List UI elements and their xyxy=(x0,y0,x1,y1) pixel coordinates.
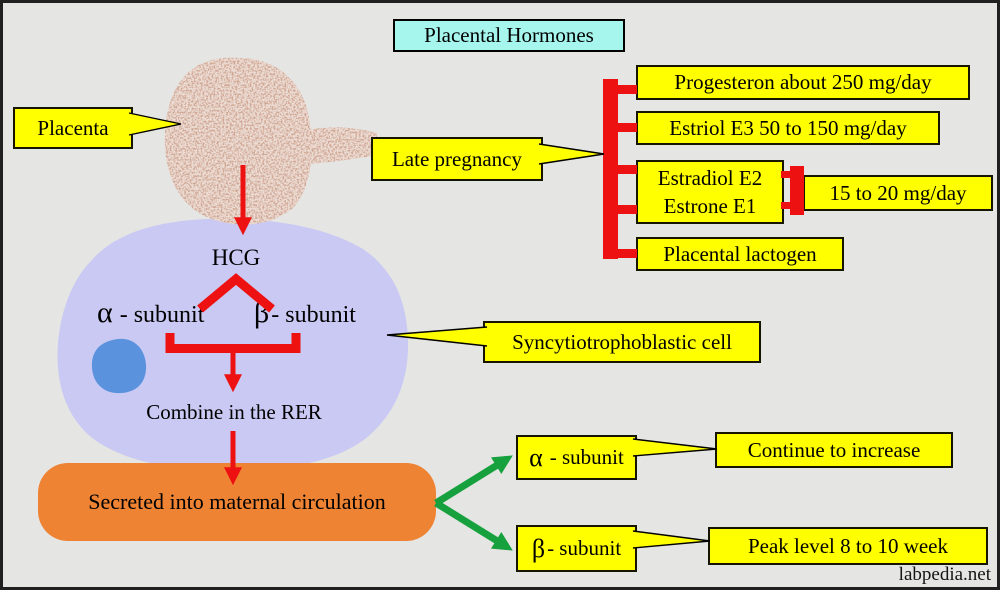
estradiol-rate-box: 15 to 20 mg/day xyxy=(803,175,993,211)
estradiol-rate-bracket xyxy=(781,166,804,215)
alpha-subunit-box: α- subunit xyxy=(516,435,637,480)
hcg-label: HCG xyxy=(211,245,261,270)
beta-subunit-text: - subunit xyxy=(271,302,356,328)
watermark: labpedia.net xyxy=(898,564,991,585)
diagram-title: Placental Hormones xyxy=(393,19,625,52)
alpha-glyph: α xyxy=(529,442,543,472)
placenta-illustration xyxy=(164,57,377,225)
beta-glyph: β xyxy=(531,533,546,563)
beta-subunit-box: β- subunit xyxy=(516,525,637,572)
combine-rer-label: Combine in the RER xyxy=(146,400,322,424)
late-pregnancy-callout: Late pregnancy xyxy=(371,137,543,181)
hormone-estriol-box: Estriol E3 50 to 150 mg/day xyxy=(636,111,940,145)
alpha-note-pointer xyxy=(633,439,717,456)
late-pregnancy-pointer xyxy=(539,144,604,164)
estradiol-line: Estradiol E2 xyxy=(657,165,763,190)
placenta-callout: Placenta xyxy=(13,107,133,149)
nucleus-shape xyxy=(91,338,147,394)
hormone-lactogen-box: Placental lactogen xyxy=(636,237,844,271)
estrone-line: Estrone E1 xyxy=(663,194,757,218)
hormone-estradiol-estrone-box: Estradiol E2 Estrone E1 xyxy=(636,160,784,224)
alpha-subunit-label: α- subunit xyxy=(97,296,205,329)
hormone-list-bracket xyxy=(603,79,637,259)
beta-subunit-box-text: - subunit xyxy=(547,536,622,561)
alpha-subunit-text: - subunit xyxy=(119,302,205,328)
alpha-subunit-box-text: - subunit xyxy=(549,445,624,470)
beta-subunit-label: β- subunit xyxy=(254,296,356,329)
subunit-join-bracket xyxy=(165,333,301,353)
beta-glyph: β xyxy=(254,296,270,329)
secretion-to-alpha-arrow xyxy=(434,455,513,506)
beta-note-box: Peak level 8 to 10 week xyxy=(708,527,988,565)
alpha-note-box: Continue to increase xyxy=(715,432,953,468)
hormone-progesterone-box: Progesteron about 250 mg/day xyxy=(636,65,970,100)
secretion-box: Secreted into maternal circulation xyxy=(38,463,436,541)
syncytio-pointer xyxy=(387,327,487,346)
placenta-pointer xyxy=(129,113,181,135)
beta-note-pointer xyxy=(633,531,710,548)
syncytiotrophoblastic-callout: Syncytiotrophoblastic cell xyxy=(483,321,761,363)
alpha-glyph: α xyxy=(97,296,113,329)
secretion-to-beta-arrow xyxy=(434,500,513,551)
